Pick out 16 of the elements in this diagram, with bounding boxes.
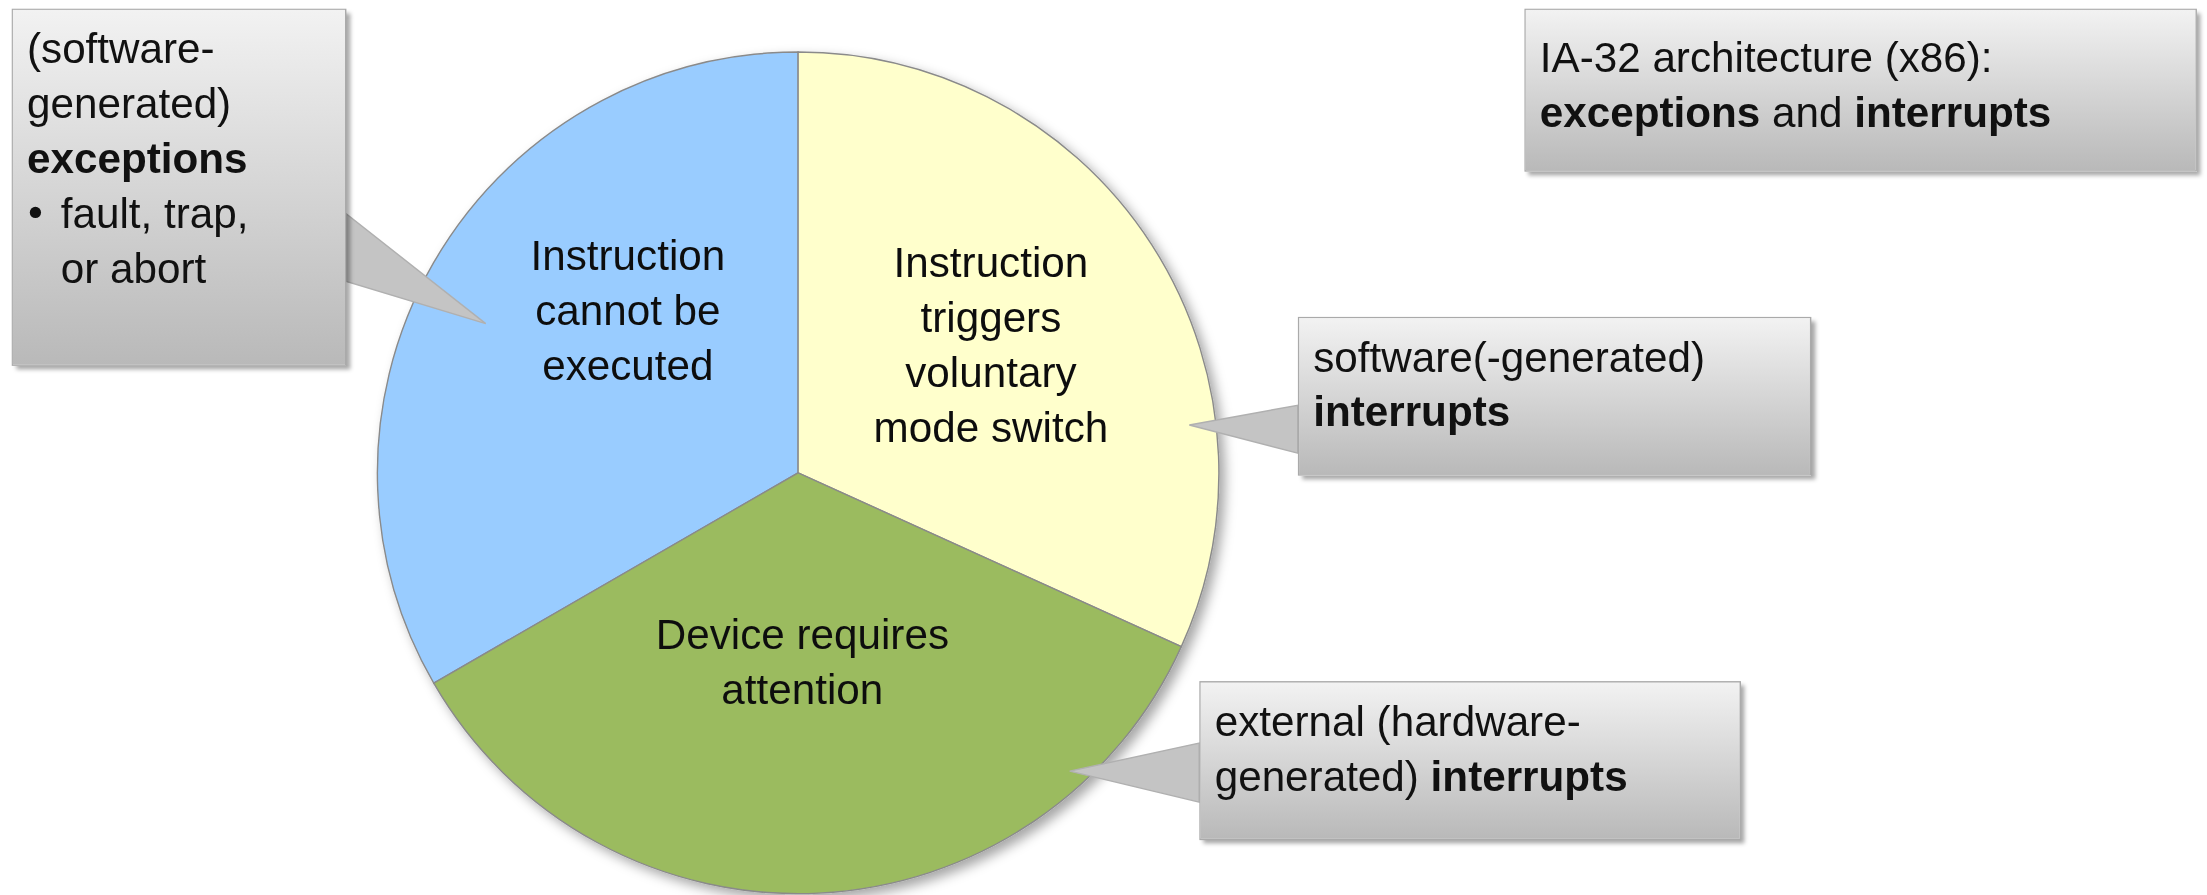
slice-label: Instruction cannot be executed	[529, 230, 727, 390]
slice-label: Instruction triggers voluntary mode switch	[872, 238, 1110, 453]
callout-box	[11, 8, 347, 366]
callout-pointer	[345, 212, 487, 325]
callout-box	[1297, 316, 1812, 476]
callout-box	[1199, 681, 1741, 841]
callout-text: exceptions	[26, 134, 249, 184]
callout-pointer	[1069, 742, 1200, 803]
callout-text: (software-generated)	[26, 24, 233, 129]
slice-label: Device requires attention	[654, 609, 950, 715]
callout-pointer	[1188, 404, 1299, 455]
callout-text: software(-generated)	[1313, 332, 1707, 383]
callout-text: interrupts	[1313, 387, 1512, 437]
callout-text: fault, trap, or abort	[60, 189, 250, 294]
callout-text: external (hardware-generated) interrupts	[1214, 697, 1629, 802]
title: IA-32 architecture (x86): exceptions and interrupts	[1539, 32, 2053, 138]
